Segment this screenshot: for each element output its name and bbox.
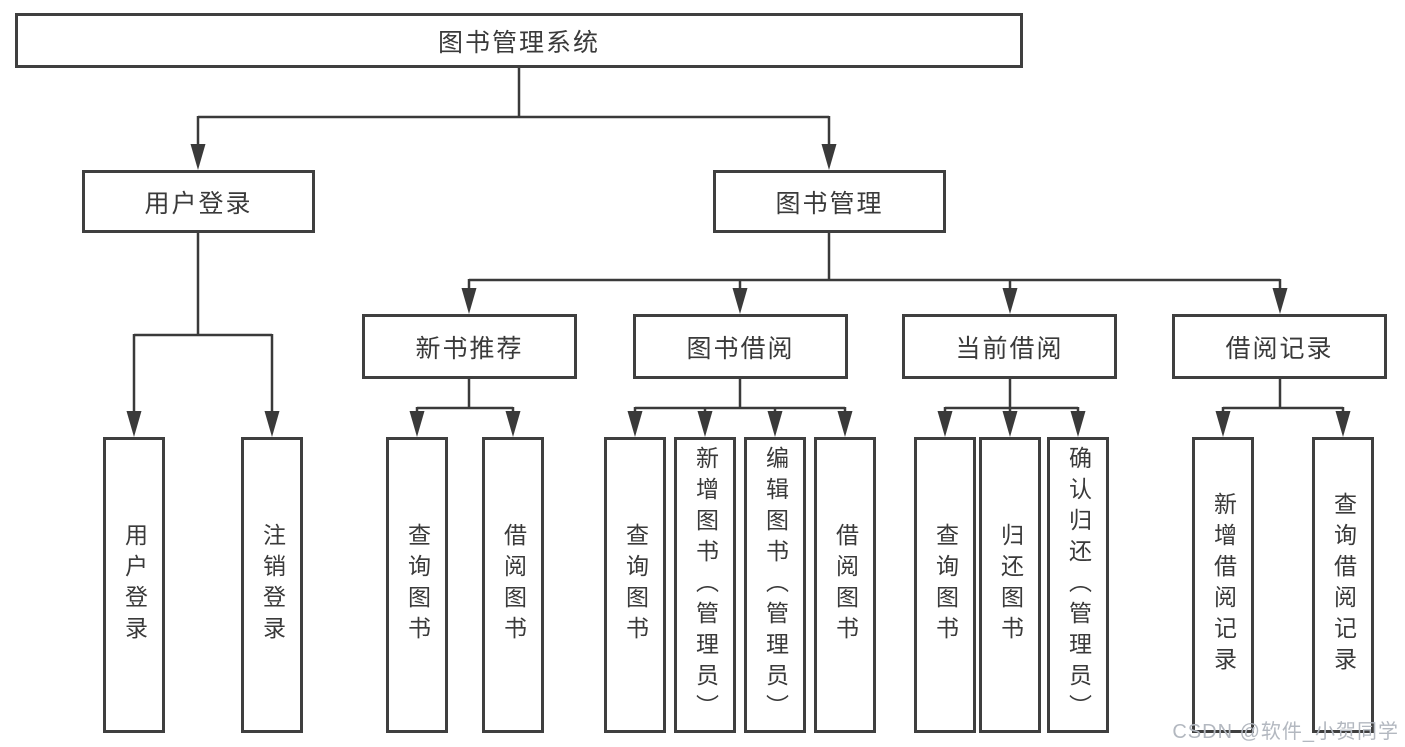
node-label: 查询图书 (932, 523, 959, 647)
node-user-login: 用户登录 (82, 170, 315, 233)
leaf-br-query-record: 查询借阅记录 (1312, 437, 1374, 733)
leaf-rec-query-books: 查询图书 (386, 437, 448, 733)
leaf-user-login: 用户登录 (103, 437, 165, 733)
node-label: 编辑图书（管理员） (762, 445, 789, 725)
node-label: 注销登录 (259, 523, 286, 647)
node-book-management: 图书管理 (713, 170, 946, 233)
node-label: 新书推荐 (415, 334, 524, 363)
node-borrowing-records: 借阅记录 (1172, 314, 1387, 379)
node-label: 借阅图书 (832, 523, 859, 647)
leaf-cb-confirm-return-admin: 确认归还（管理员） (1047, 437, 1109, 733)
node-current-borrowing: 当前借阅 (902, 314, 1117, 379)
leaf-bb-borrow-books: 借阅图书 (814, 437, 876, 733)
node-new-book-recommendation: 新书推荐 (362, 314, 577, 379)
node-book-borrowing: 图书借阅 (633, 314, 848, 379)
leaf-cb-query-books: 查询图书 (914, 437, 976, 733)
node-label: 图书借阅 (686, 334, 795, 363)
node-label: 图书管理 (775, 189, 884, 218)
node-label: 借阅记录 (1225, 334, 1334, 363)
leaf-bb-add-books-admin: 新增图书（管理员） (674, 437, 736, 733)
node-label: 查询借阅记录 (1330, 492, 1357, 678)
node-label: 用户登录 (121, 523, 148, 647)
node-label: 新增借阅记录 (1210, 492, 1237, 678)
node-root-library-system: 图书管理系统 (15, 13, 1023, 68)
csdn-watermark: CSDN @软件_小贺同学 (1172, 721, 1399, 743)
leaf-logout: 注销登录 (241, 437, 303, 733)
node-label: 用户登录 (144, 189, 253, 218)
node-label: 当前借阅 (955, 334, 1064, 363)
leaf-br-add-record: 新增借阅记录 (1192, 437, 1254, 733)
leaf-rec-borrow-books: 借阅图书 (482, 437, 544, 733)
node-label: 图书管理系统 (437, 28, 600, 57)
node-label: 借阅图书 (500, 523, 527, 647)
node-label: 查询图书 (404, 523, 431, 647)
leaf-bb-edit-books-admin: 编辑图书（管理员） (744, 437, 806, 733)
node-label: 归还图书 (997, 523, 1024, 647)
node-label: 查询图书 (622, 523, 649, 647)
node-label: 确认归还（管理员） (1065, 445, 1092, 725)
leaf-bb-query-books: 查询图书 (604, 437, 666, 733)
node-label: 新增图书（管理员） (692, 445, 719, 725)
leaf-cb-return-books: 归还图书 (979, 437, 1041, 733)
